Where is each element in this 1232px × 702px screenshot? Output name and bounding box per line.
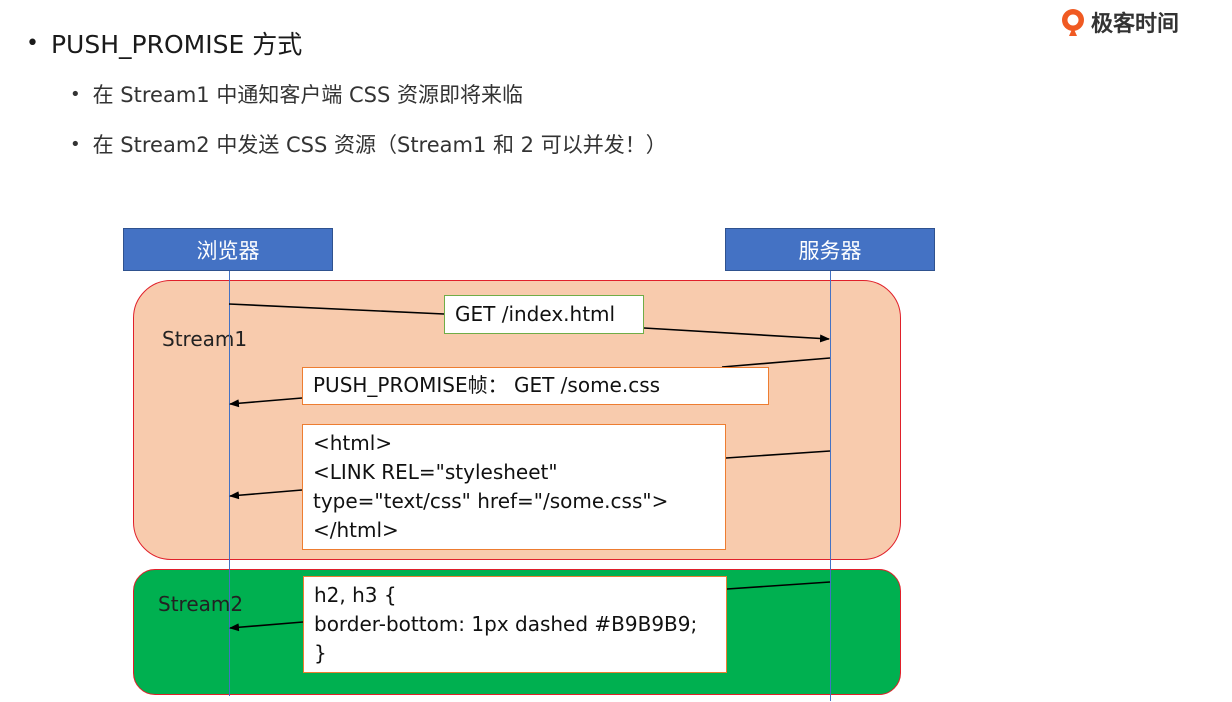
html-response-box: <html> <LINK REL="stylesheet" type="text… — [302, 424, 726, 550]
bullet-sub1-text: 在 Stream1 中通知客户端 CSS 资源即将来临 — [92, 83, 523, 107]
browser-actor: 浏览器 — [123, 228, 333, 271]
push-promise-text: PUSH_PROMISE帧： GET /some.css — [313, 373, 661, 397]
bullet-dot: • — [70, 133, 81, 155]
bullet-sub2-text: 在 Stream2 中发送 CSS 资源（Stream1 和 2 可以并发！） — [92, 133, 667, 157]
css-push-box: h2, h3 { border-bottom: 1px dashed #B9B9… — [303, 576, 727, 673]
html-line: type="text/css" href="/some.css"> — [313, 489, 669, 513]
geektime-logo: 极客时间 — [1058, 6, 1179, 38]
bullet-sub1: • 在 Stream1 中通知客户端 CSS 资源即将来临 — [70, 79, 523, 109]
browser-lifeline — [229, 271, 230, 696]
server-actor: 服务器 — [725, 228, 935, 271]
html-line: </html> — [313, 518, 399, 542]
html-line: <LINK REL="stylesheet" — [313, 460, 558, 484]
stream1-label: Stream1 — [162, 327, 248, 351]
push-promise-box: PUSH_PROMISE帧： GET /some.css — [302, 367, 769, 405]
bullet-dot: • — [26, 30, 39, 56]
server-lifeline — [830, 271, 831, 701]
bullet-main: • PUSH_PROMISE 方式 — [26, 25, 302, 61]
bullet-dot: • — [70, 83, 81, 105]
bullet-sub2: • 在 Stream2 中发送 CSS 资源（Stream1 和 2 可以并发！… — [70, 129, 667, 159]
html-line: <html> — [313, 431, 393, 455]
geektime-logo-icon — [1062, 9, 1084, 36]
stream2-label: Stream2 — [158, 592, 244, 616]
bullet-main-text: PUSH_PROMISE 方式 — [50, 30, 303, 59]
logo-text: 极客时间 — [1091, 12, 1180, 37]
get-request-text: GET /index.html — [455, 302, 616, 326]
css-line: border-bottom: 1px dashed #B9B9B9; — [314, 612, 698, 636]
css-line: } — [314, 641, 327, 665]
get-request-box: GET /index.html — [444, 295, 644, 334]
css-line: h2, h3 { — [314, 583, 397, 607]
